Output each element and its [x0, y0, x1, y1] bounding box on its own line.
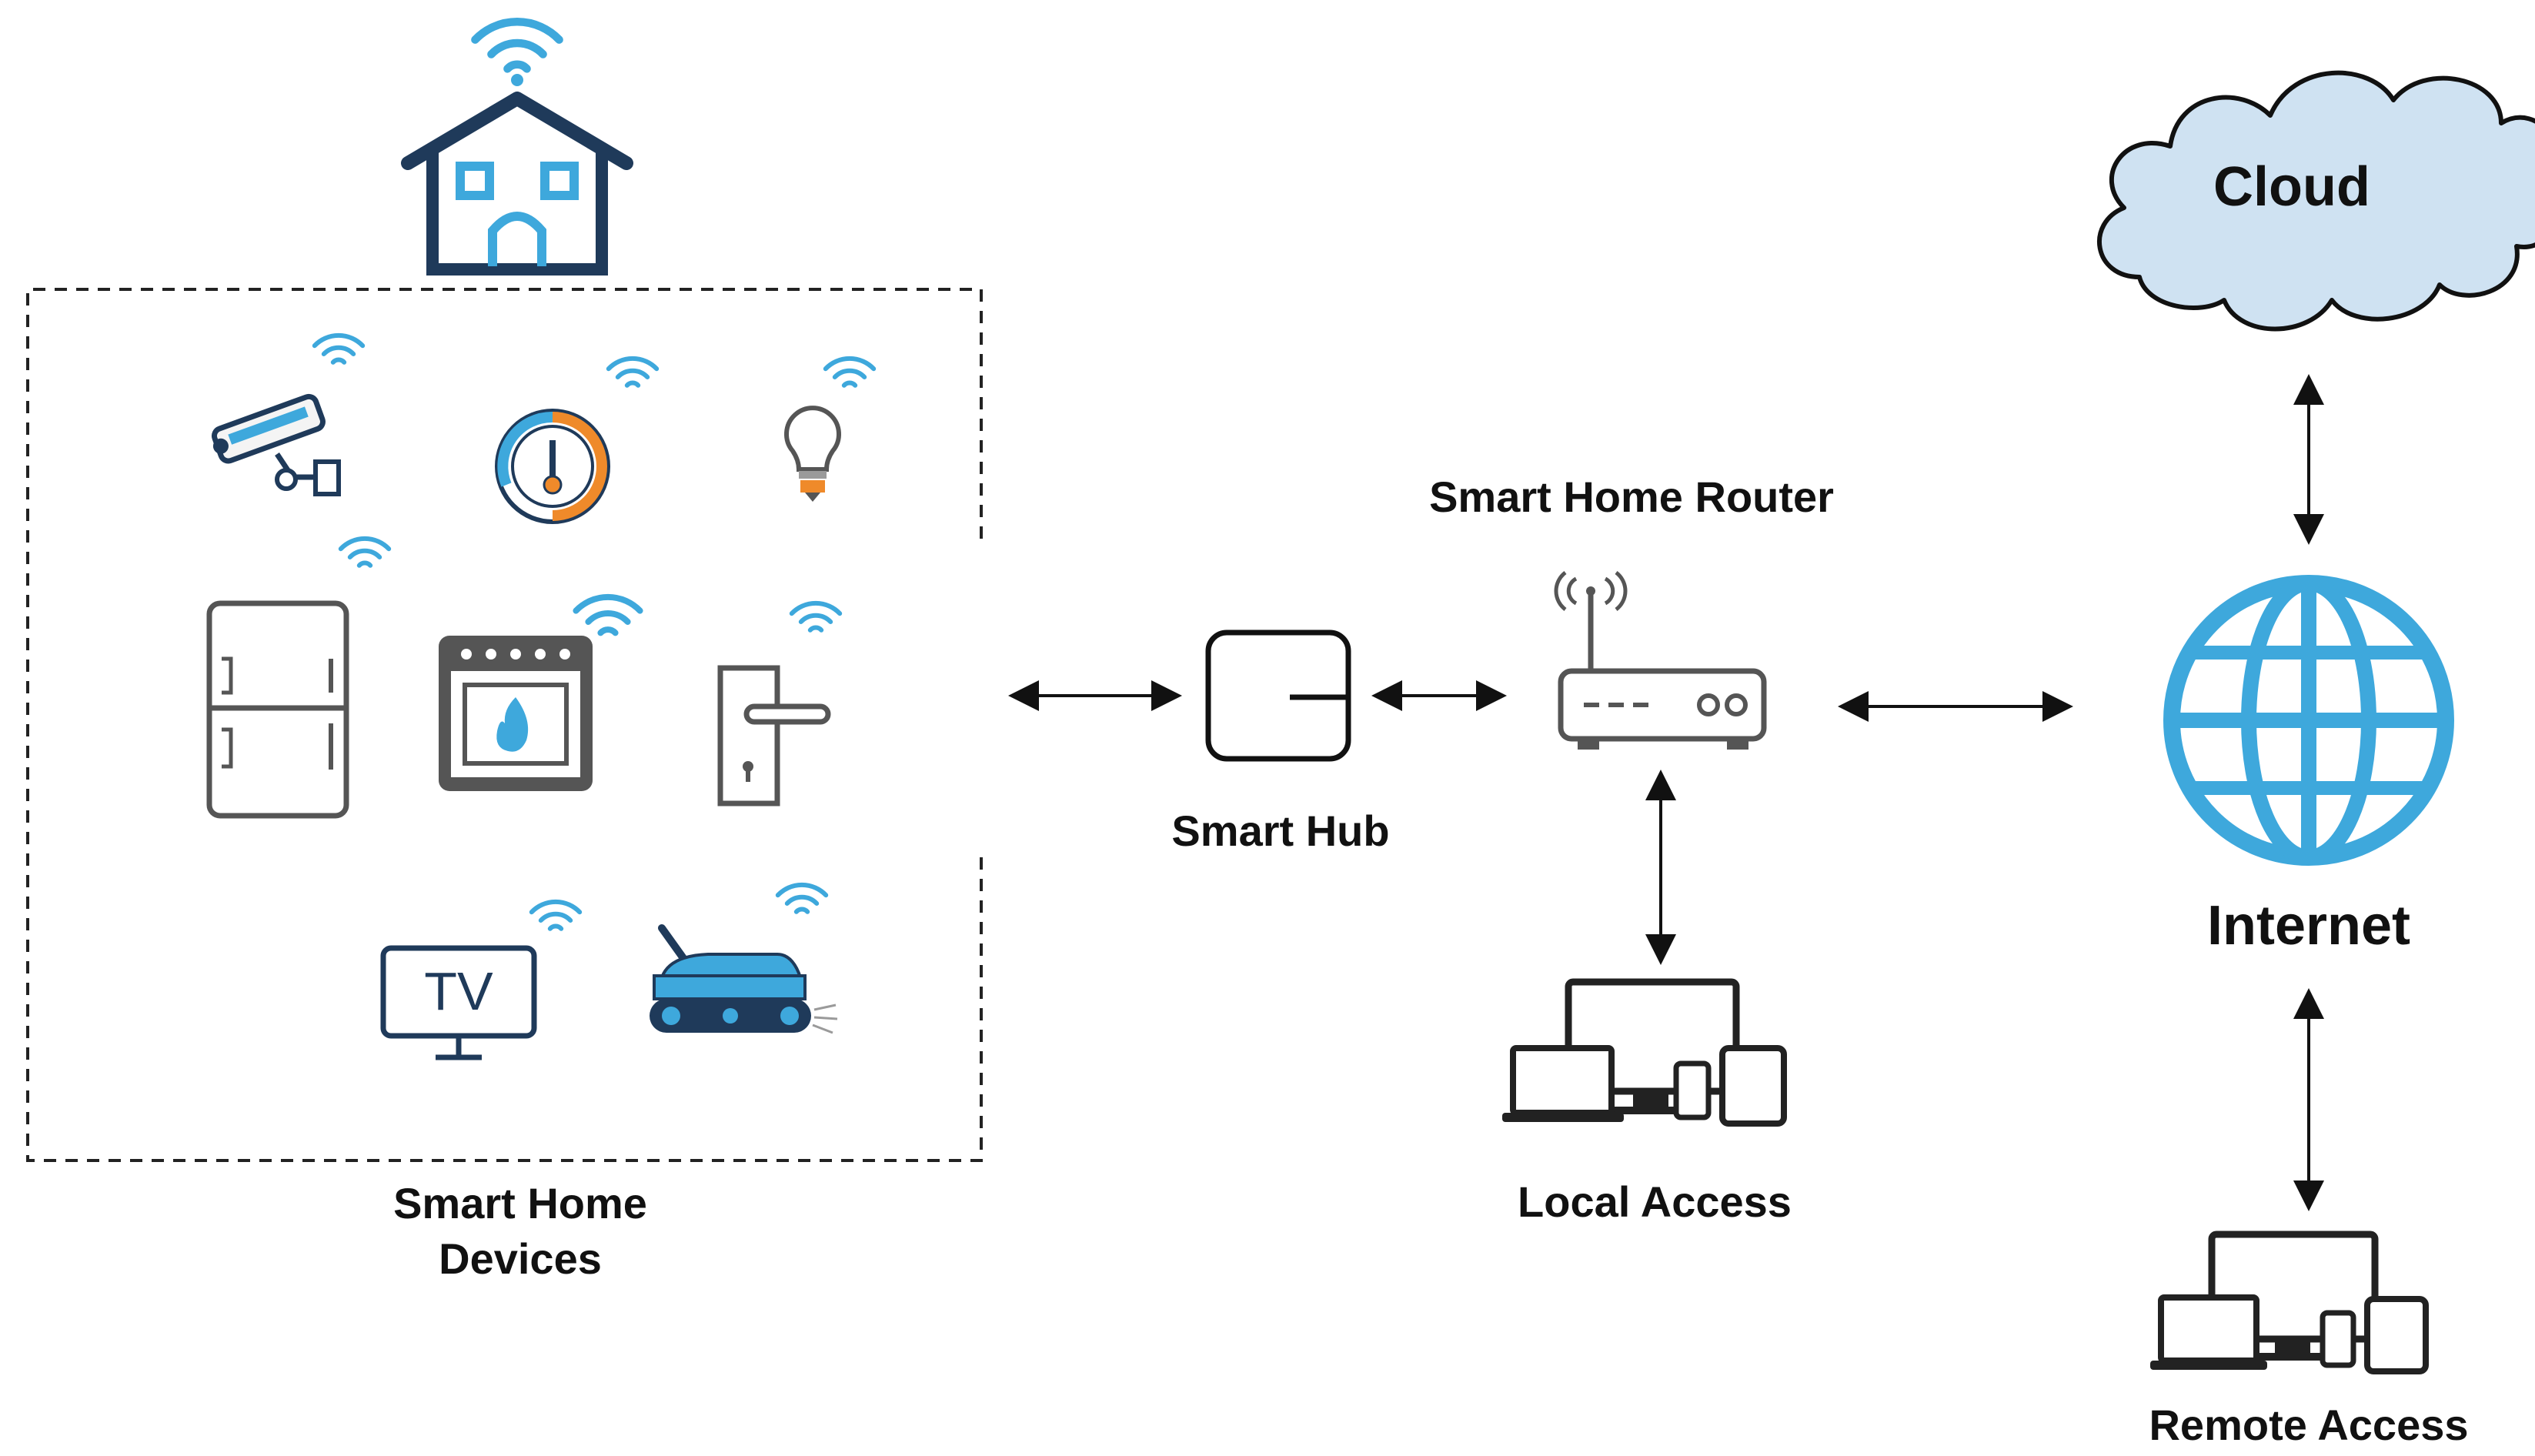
tv-icon: TV	[380, 902, 579, 1060]
internet-label: Internet	[2206, 895, 2411, 957]
cloud-icon	[2096, 70, 2535, 332]
devices-label-line2: Devices	[439, 1234, 602, 1283]
light-bulb-icon	[784, 359, 873, 502]
remote-devices-icon	[2150, 1231, 2429, 1374]
local-access-label: Local Access	[1518, 1177, 1792, 1226]
globe-icon	[2163, 575, 2454, 866]
pool-robot-icon	[650, 885, 838, 1034]
devices-label-line1: Smart Home	[393, 1179, 647, 1227]
remote-access-label: Remote Access	[2149, 1401, 2469, 1449]
devices-boundary	[26, 288, 983, 1162]
security-camera-icon	[211, 336, 362, 496]
door-lock-icon	[717, 603, 840, 806]
router-icon	[1554, 571, 1767, 750]
tv-screen-label: TV	[424, 961, 493, 1021]
thermostat-icon	[495, 359, 656, 524]
router-label: Smart Home Router	[1429, 473, 1834, 521]
house-wifi-icon	[401, 22, 633, 276]
hub-label: Smart Hub	[1171, 806, 1390, 855]
refrigerator-icon	[206, 539, 389, 819]
cloud-label: Cloud	[2213, 156, 2370, 218]
local-devices-icon	[1502, 978, 1787, 1127]
smart-hub-icon	[1205, 629, 1351, 762]
connectors	[1008, 374, 2324, 1211]
oven-icon	[439, 597, 640, 791]
